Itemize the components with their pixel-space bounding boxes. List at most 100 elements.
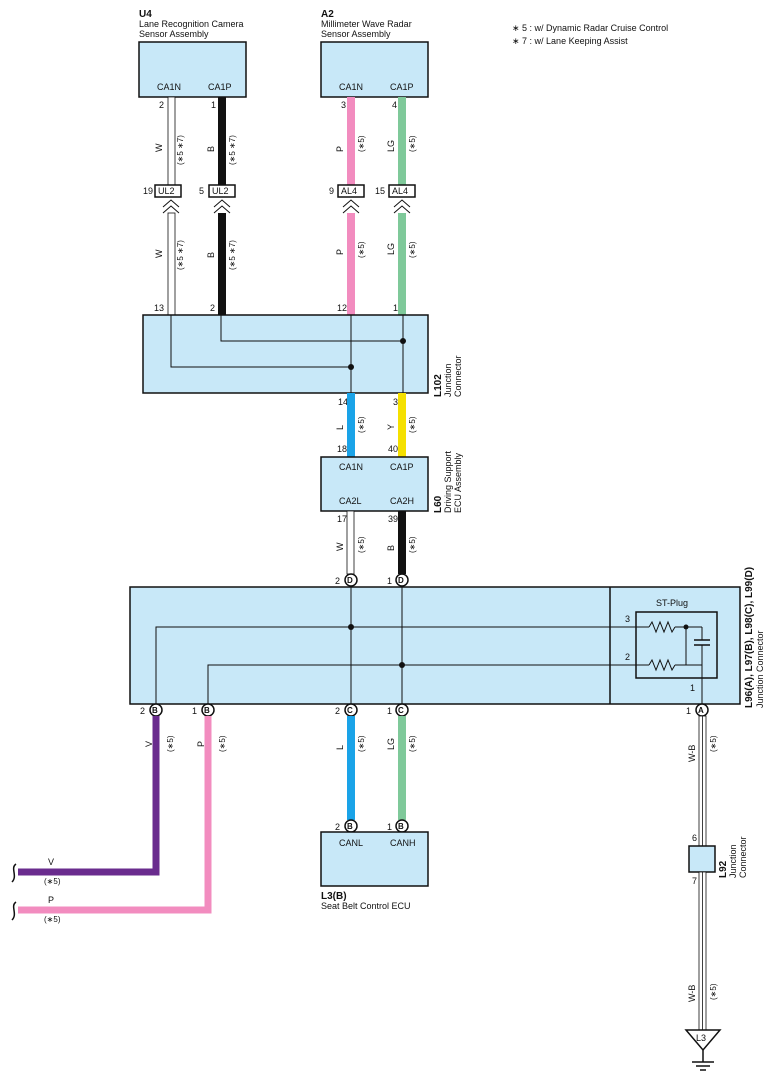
wire-label-wb-2: W-B [687, 985, 697, 1002]
u4-name-line1: Lane Recognition Camera [139, 19, 244, 29]
out-label-p: P [48, 895, 54, 905]
l102-pin-12: 12 [337, 303, 347, 313]
l92-junction-box [688, 845, 716, 873]
a2-pin-num-3: 3 [341, 100, 346, 110]
wire-u4-w-lower [167, 212, 176, 316]
l102-name-line2: Connector [453, 355, 463, 397]
l99-pin-2: 2 [335, 576, 340, 586]
l3-component-box [320, 831, 429, 887]
l97-label-b-left: B [152, 706, 158, 715]
l102-pin-14: 14 [338, 397, 348, 407]
l102-junction-dot-2 [400, 338, 406, 344]
l60-pin-ca1n: CA1N [339, 462, 363, 472]
l92-name-line2: Connector [738, 836, 748, 878]
wire-note-15: (∗5) [357, 735, 366, 752]
u4-pin-num-1: 1 [211, 100, 216, 110]
st-plug-pin-3: 3 [625, 614, 630, 624]
wire-label-v-1: V [144, 741, 154, 747]
wire-note-7: (∗5) [357, 241, 366, 258]
wire-note-17: (∗5) [709, 735, 718, 752]
connector-ul2-left-label: UL2 [158, 186, 175, 196]
l60-pin-num-39: 39 [388, 514, 398, 524]
l102-pin-3: 3 [393, 397, 398, 407]
wire-u4-b-lower [218, 213, 226, 315]
connector-ul2-right: UL2 5 [199, 184, 236, 214]
l92-name-line1: Junction [728, 844, 738, 878]
l99-label-d-right: D [398, 576, 404, 585]
wire-label-y-1: Y [386, 424, 396, 430]
l99-connector-d-left [344, 573, 358, 587]
wire-label-p-2: P [335, 249, 345, 255]
l60-pin-ca2h: CA2H [390, 496, 414, 506]
u4-pin-num-2: 2 [159, 100, 164, 110]
note-7: ∗ 7 : w/ Lane Keeping Assist [512, 36, 628, 46]
connector-ul2-left: UL2 19 [143, 184, 182, 214]
wire-break-v-icon [11, 863, 17, 883]
wire-note-9: (∗5) [357, 416, 366, 433]
wire-l60-b [398, 511, 406, 574]
wire-label-wb-1: W-B [687, 745, 697, 762]
l96-pin-1: 1 [686, 706, 691, 716]
wire-label-b-2: B [206, 252, 216, 258]
l102-junction-box [142, 314, 429, 394]
wire-note-13: (∗5) [166, 735, 175, 752]
l60-name-line2: ECU Assembly [453, 452, 463, 513]
l3-pin-1: 1 [387, 822, 392, 832]
l96-internal-line-1 [155, 626, 632, 704]
l102-code: L102 [433, 374, 444, 397]
connector-al4-left: AL4 9 [329, 184, 365, 214]
a2-pin-ca1p: CA1P [390, 82, 414, 92]
l3-pin-canl: CANL [339, 838, 363, 848]
wire-note-10: (∗5) [408, 416, 417, 433]
wire-note-12: (∗5) [408, 536, 417, 553]
a2-name-line2: Sensor Assembly [321, 29, 391, 39]
connector-ul2-right-pin: 5 [199, 186, 204, 196]
l96-junction-dot-2 [399, 662, 405, 668]
wire-label-lg-3: LG [386, 738, 396, 750]
ground-icon [684, 1029, 722, 1071]
l3-code: L3(B) [321, 891, 347, 902]
wire-l60-w [346, 510, 355, 575]
l60-pin-num-18: 18 [337, 444, 347, 454]
wire-label-p-1: P [335, 146, 345, 152]
st-plug-pin-1: 1 [690, 683, 695, 693]
a2-pin-num-4: 4 [392, 100, 397, 110]
connector-al4-left-pin: 9 [329, 186, 334, 196]
wire-note-11: (∗5) [357, 536, 366, 553]
out-label-v: V [48, 857, 54, 867]
wire-p [18, 716, 212, 914]
connector-ul2-left-pin: 19 [143, 186, 153, 196]
wire-note-4: (∗5 ∗7) [228, 240, 237, 270]
connector-al4-right-label: AL4 [392, 186, 408, 196]
wire-l102-y [398, 393, 406, 457]
wire-a2-p-lower [347, 213, 355, 315]
l3-name: Seat Belt Control ECU [321, 901, 411, 911]
out-note-v: (∗5) [44, 877, 61, 886]
l102-internal-line-2 [220, 315, 403, 342]
u4-pin-ca1n: CA1N [157, 82, 181, 92]
u4-pin-ca1p: CA1P [208, 82, 232, 92]
wire-c-l [347, 716, 355, 820]
wire-a2-lg-upper [398, 97, 406, 185]
l60-pin-num-17: 17 [337, 514, 347, 524]
l60-pin-ca1p: CA1P [390, 462, 414, 472]
l92-pin-7: 7 [692, 876, 697, 886]
l102-pin-13: 13 [154, 303, 164, 313]
l92-pin-6: 6 [692, 833, 697, 843]
l96-internal-line-2 [207, 664, 632, 704]
wire-label-b-1: B [206, 146, 216, 152]
l96-junction-box [129, 586, 741, 705]
wire-u4-b-upper [218, 97, 226, 185]
st-plug-pin-2: 2 [625, 652, 630, 662]
wire-l102-l [347, 393, 355, 457]
wire-label-w-1: W [154, 143, 164, 152]
l96-code: L96(A), L97(B), L98(C), L99(D) [744, 567, 755, 708]
st-plug-box [635, 611, 718, 679]
note-5: ∗ 5 : w/ Dynamic Radar Cruise Control [512, 23, 668, 33]
l102-junction-dot-1 [348, 364, 354, 370]
wire-v [18, 716, 160, 876]
ground-label: L3 [696, 1033, 706, 1043]
connector-al4-right-pin: 15 [375, 186, 385, 196]
a2-pin-ca1n: CA1N [339, 82, 363, 92]
resistor-2-icon [632, 658, 702, 672]
